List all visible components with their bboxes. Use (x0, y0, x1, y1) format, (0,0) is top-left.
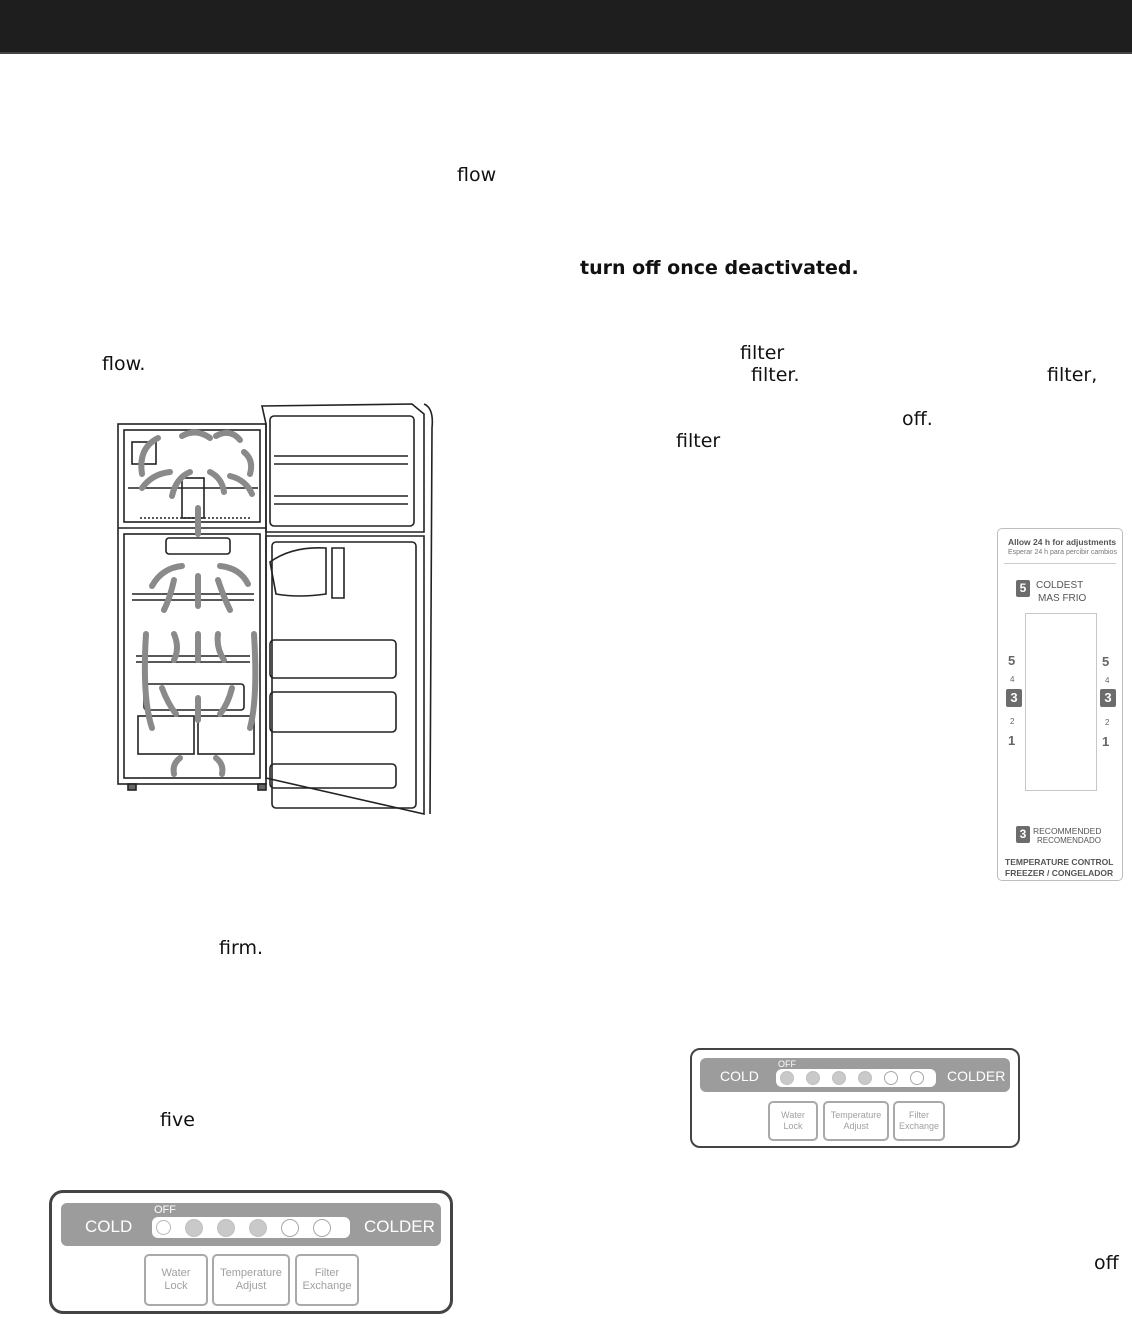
indicator-lights (152, 1217, 350, 1238)
scale-left-1: 1 (1008, 733, 1016, 748)
card-footer-1: TEMPERATURE CONTROL (1005, 857, 1114, 867)
text-off-2: off (1094, 1252, 1119, 1274)
card-coldest-en: COLDEST (1036, 580, 1084, 591)
card-recommended-en: RECOMMENDED (1033, 826, 1102, 836)
text-flow-2: flow. (102, 353, 146, 375)
scale-left-5: 5 (1008, 653, 1016, 668)
water-lock-line2: Lock (783, 1121, 803, 1131)
cold-label: COLD (720, 1068, 759, 1084)
card-allow-en: Allow 24 h for adjustments (1008, 537, 1117, 547)
indicator-lights (776, 1069, 936, 1087)
colder-label: COLDER (364, 1217, 435, 1236)
filter-exchange-line1: Filter (909, 1110, 929, 1120)
card-recommended-es: RECOMENDADO (1037, 836, 1102, 845)
card-coldest-es: MAS FRIO (1038, 593, 1087, 604)
text-flow: flow (457, 164, 497, 186)
temperature-control-card: Allow 24 h for adjustments Esperar 24 h … (997, 528, 1123, 881)
scale-right-3: 3 (1100, 689, 1116, 707)
card-dial-window (1025, 613, 1097, 791)
temperature-adjust-line1: Temperature (220, 1267, 282, 1279)
water-lock-line1: Water (781, 1110, 805, 1120)
filter-exchange-line1: Filter (314, 1267, 340, 1279)
indicator-light-2 (185, 1218, 203, 1237)
card-divider (1004, 563, 1116, 564)
indicator-light-2 (806, 1071, 820, 1085)
text-off: off. (902, 408, 933, 430)
temperature-adjust-line2: Adjust (235, 1280, 267, 1292)
filter-exchange-line2: Exchange (302, 1280, 352, 1292)
refrigerator-airflow-illustration (117, 403, 434, 816)
scale-right-1: 1 (1102, 734, 1110, 749)
indicator-light-3 (217, 1218, 235, 1237)
card-coldest-number: 5 (1016, 580, 1030, 597)
scale-right-4: 4 (1105, 676, 1110, 685)
text-turn-off: turn off once deactivated. (580, 257, 859, 279)
indicator-light-1 (156, 1220, 171, 1235)
indicator-light-1 (780, 1071, 794, 1085)
indicator-light-3 (832, 1071, 846, 1085)
card-allow-es: Esperar 24 h para percibir cambios (1008, 549, 1117, 556)
scale-right-2: 2 (1105, 718, 1110, 727)
scale-left-2: 2 (1010, 717, 1015, 726)
text-five: five (160, 1109, 195, 1131)
cold-label: COLD (85, 1217, 133, 1236)
text-filter-4: filter (676, 430, 721, 452)
card-recommended-number: 3 (1016, 826, 1030, 843)
off-label: OFF (778, 1059, 796, 1069)
card-footer-2: FREEZER / CONGELADOR (1005, 868, 1114, 878)
indicator-light-5 (281, 1218, 299, 1237)
indicator-light-6 (910, 1071, 924, 1085)
water-lock-line1: Water (161, 1267, 191, 1279)
temperature-adjust-line1: Temperature (830, 1110, 882, 1120)
scale-right-5: 5 (1102, 654, 1110, 669)
temperature-adjust-line2: Adjust (843, 1121, 869, 1131)
indicator-light-4 (858, 1071, 872, 1085)
water-lock-line2: Lock (164, 1280, 188, 1292)
indicator-light-6 (313, 1218, 331, 1237)
text-filter-1: filter (740, 342, 785, 364)
indicator-light-5 (884, 1071, 898, 1085)
text-filter-2: filter. (751, 364, 800, 386)
filter-exchange-line2: Exchange (898, 1121, 940, 1131)
header-bar (0, 0, 1132, 54)
indicator-light-4 (249, 1218, 267, 1237)
scale-left-4: 4 (1010, 675, 1015, 684)
scale-left-3: 3 (1006, 689, 1022, 707)
text-firm: firm. (219, 937, 263, 959)
colder-label: COLDER (947, 1068, 1006, 1084)
text-filter-3: filter, (1047, 364, 1098, 386)
off-label: OFF (154, 1204, 176, 1216)
